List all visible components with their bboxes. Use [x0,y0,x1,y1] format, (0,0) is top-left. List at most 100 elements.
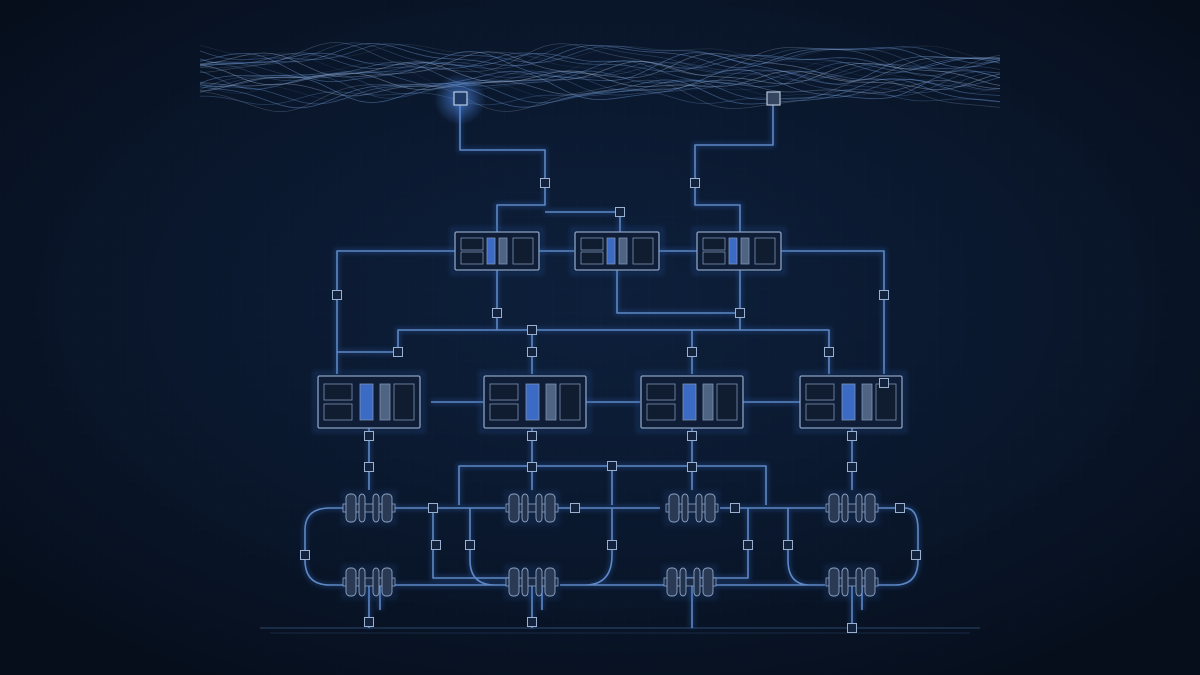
roller-assembly-icon [864,567,876,597]
rack-slot [682,383,697,421]
lower-roller-2 [504,564,560,600]
wave-line [199,78,1001,109]
tier-1-unit-1 [450,227,544,275]
tier-1-unit-3 [692,227,786,275]
rack-slot [728,237,738,265]
rack-slot [580,237,604,251]
wave-line [199,60,1001,90]
wave-line [199,78,1001,105]
junction-nodes [300,178,921,633]
rack-slot [632,237,654,265]
rack-slot [740,237,750,265]
wave-line [199,69,1001,95]
roller-assembly-icon [702,567,714,597]
rack-slot [646,383,676,401]
roller-assembly-icon [864,493,876,523]
rack-slot [359,383,374,421]
roller-assembly-icon [681,493,689,523]
roller-assembly-icon [695,493,703,523]
roller-assembly-icon [855,567,863,597]
roller-assembly-icon [855,493,863,523]
roller-assembly-icon [372,493,380,523]
roller-assembly-icon [535,493,543,523]
rack-slot [489,403,519,421]
roller-assembly-icon [544,567,556,597]
rack-slot [716,383,738,421]
roller-assembly-icon [841,493,849,523]
rack-slot [606,237,616,265]
junction-node-icon [527,347,537,357]
junction-node-icon [527,431,537,441]
rack-slot [805,403,835,421]
upper-roller-3 [664,490,720,526]
roller-assembly-icon [508,493,520,523]
junction-node-icon [911,550,921,560]
rack-slot [618,237,628,265]
roller-assembly-icon [704,493,716,523]
junction-node-icon [428,503,438,513]
wave-line [199,41,1001,77]
rack-slot [489,383,519,401]
junction-node-icon [847,623,857,633]
wave-line [199,69,1001,103]
junction-node-icon [847,431,857,441]
junction-node-icon [879,378,889,388]
rack-slot [754,237,776,265]
junction-node-icon [847,462,857,472]
junction-node-icon [687,347,697,357]
roller-assembly-icon [381,493,393,523]
roller-assembly-icon [828,493,840,523]
wave-line [199,42,1001,69]
wave-line [199,77,1001,113]
rack-slot [525,383,540,421]
wave-line [199,42,1001,73]
junction-node-icon [364,431,374,441]
wave-line [199,79,1001,97]
roller-assembly-icon [521,493,529,523]
junction-node-icon [895,503,905,513]
junction-node-icon [735,308,745,318]
wave-line [199,69,1001,99]
wave-line [200,88,1001,106]
rack-slot [861,383,873,421]
rack-slot [460,237,484,251]
rack-slot [559,383,581,421]
wave-line [199,61,1001,82]
rack-slot [841,383,856,421]
junction-node-icon [615,207,625,217]
junction-node-icon [527,462,537,472]
rack-slot [379,383,391,421]
junction-node-icon [783,540,793,550]
rack-slot [512,237,534,265]
rack-slot [460,251,484,265]
junction-node-icon [364,617,374,627]
junction-node-icon [431,540,441,550]
rack-slot [393,383,415,421]
roller-assembly-icon [381,567,393,597]
wave-line [199,60,1001,86]
tier-3-assemblies [341,490,880,600]
wave-line [199,43,1001,61]
junction-node-icon [527,325,537,335]
rack-slot [323,403,353,421]
lower-roller-1 [341,564,397,600]
wave-line [199,79,1001,101]
junction-node-icon [465,540,475,550]
junction-node-icon [687,431,697,441]
rack-slot [323,383,353,401]
rack-slot [498,237,508,265]
roller-assembly-icon [358,493,366,523]
wave-line [199,70,1001,88]
roller-assembly-icon [666,567,678,597]
roller-assembly-icon [345,567,357,597]
upper-roller-2 [504,490,560,526]
rack-slot [580,251,604,265]
upper-roller-4 [824,490,880,526]
lower-roller-4 [824,564,880,600]
junction-node-icon [527,617,537,627]
junction-node-icon [300,550,310,560]
junction-node-icon [824,347,834,357]
wave-line [199,51,1001,82]
